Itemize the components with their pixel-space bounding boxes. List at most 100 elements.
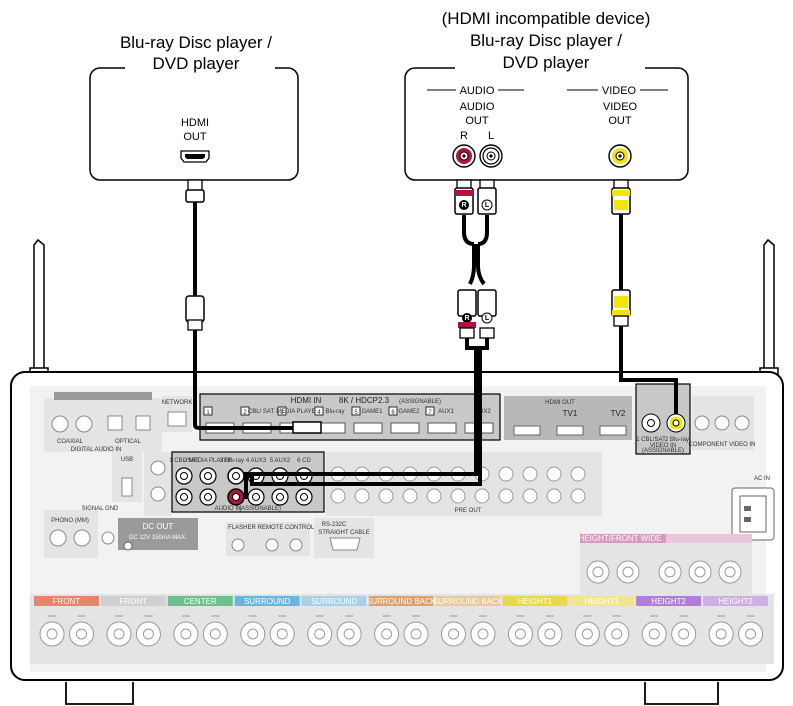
- digital-audio-in-area: COAXIAL OPTICAL DIGITAL AUDIO IN: [44, 392, 162, 453]
- audio-group-label: AUDIO: [460, 85, 495, 97]
- rca-plug-bottom-l-icon: L: [478, 290, 496, 338]
- video-out-label-line2: OUT: [608, 115, 632, 127]
- rca-plug-top-l-icon: L: [478, 180, 496, 214]
- rs232c-area: RS-232C STRAIGHT CABLE: [314, 518, 374, 558]
- hdmi-out-area: HDMI OUT TV1 TV2: [504, 396, 632, 440]
- hdmi-plug-top-icon: [186, 180, 204, 202]
- flasher-remote-area: FLASHER REMOTE CONTROL: [226, 522, 315, 556]
- speaker-zone-label: HEIGHT1: [584, 597, 619, 606]
- speaker-zone-label: HEIGHT2: [718, 597, 753, 606]
- speaker-zone-label: SURROUND: [244, 597, 290, 606]
- video-rca-cable: [612, 180, 676, 414]
- rs232c-label: RS-232C: [322, 522, 347, 528]
- hdmi-out-label-tv1: TV1: [563, 409, 578, 418]
- signal-gnd-label: SIGNAL GND: [82, 506, 119, 512]
- video-in-jack-2: [667, 414, 685, 432]
- straight-cable-label: STRAIGHT CABLE: [318, 530, 370, 536]
- left-hdmi-label-line1: HDMI: [181, 117, 209, 129]
- hdmi-plug-bottom-icon: [186, 296, 204, 330]
- speaker-zone-label: FRONT: [53, 597, 81, 606]
- audio-in-jack-pair-3: 3 Blu-ray: [220, 458, 244, 464]
- component-video-area: COMPONENT VIDEO IN: [689, 396, 756, 450]
- speaker-post: [587, 561, 609, 583]
- rca-plug-top-r-icon: R: [455, 180, 473, 214]
- height-front-wide-label: HEIGHT/FRONT WIDE: [579, 534, 662, 543]
- height-front-wide-area: HEIGHT/FRONT WIDE: [579, 534, 752, 596]
- ac-in-label: AC IN: [754, 476, 770, 482]
- left-device-title-line2: DVD player: [153, 54, 240, 73]
- left-device: Blu-ray Disc player / DVD player HDMI OU…: [90, 33, 298, 180]
- video-group-label: VIDEO: [602, 85, 637, 97]
- dc-out-spec: DC 12V 150mA MAX.: [129, 535, 187, 541]
- right-device: (HDMI incompatible device) Blu-ray Disc …: [405, 9, 688, 180]
- audio-in-jack-label: 4 AUX3: [246, 458, 267, 464]
- audio-out-label-line2: OUT: [465, 115, 489, 127]
- tuner-area: [144, 452, 172, 516]
- hdmi-in-spec: 8K / HDCP2.3: [339, 396, 390, 405]
- audio-in-jack-label: 5 AUX2: [270, 458, 291, 464]
- video-in-panel: 1 CBL/SAT 2 Blu-ray VIDEO IN (ASSIGNABLE…: [636, 384, 690, 454]
- hdmi-input-name: GAME1: [361, 409, 383, 415]
- audio-l-label: L: [488, 130, 494, 142]
- coaxial-label: COAXIAL: [57, 439, 84, 445]
- speaker-zone-label: SURROUND BACK: [366, 597, 437, 606]
- audio-l-jack-icon: [480, 145, 502, 167]
- speaker-zone-label: SURROUND: [311, 597, 357, 606]
- video-out-label-line1: VIDEO: [603, 101, 638, 113]
- usb-area: USB: [112, 452, 142, 502]
- plug-l-top: L: [485, 202, 490, 209]
- dc-out-label: DC OUT: [143, 522, 174, 531]
- hdmi-input-name: MEDIA PLAYER: [276, 409, 320, 415]
- video-jack-icon: [609, 145, 631, 167]
- hdmi-input-name: CBL/ SAT: [248, 409, 275, 415]
- hdmi-in-assign: (ASSIGNABLE): [399, 399, 441, 405]
- right-device-box: [405, 68, 688, 180]
- network-port-area: NETWORK: [162, 396, 193, 432]
- network-label: NETWORK: [162, 400, 193, 406]
- right-device-title-line1: Blu-ray Disc player /: [470, 31, 622, 50]
- hdmi-in-header: HDMI IN: [291, 396, 322, 405]
- plug-l-bottom: L: [485, 315, 490, 322]
- audio-r-jack-icon: [453, 145, 475, 167]
- audio-out-label-line1: AUDIO: [460, 101, 495, 113]
- hdmi-input-name: GAME2: [398, 409, 420, 415]
- speaker-post: [617, 561, 639, 583]
- left-device-title-line1: Blu-ray Disc player /: [120, 33, 272, 52]
- flasher-label: FLASHER: [228, 525, 256, 531]
- audio-in-jack-label: 6 CD: [297, 458, 311, 464]
- audio-in-assign: (ASSIGNABLE): [239, 506, 281, 512]
- hdmi-in-port-highlight: [293, 422, 321, 433]
- audio-in-header: AUDIO IN: [215, 506, 242, 512]
- optical-label: OPTICAL: [115, 439, 141, 445]
- speaker-post: [719, 561, 741, 583]
- hdmi-input-name: AUX1: [438, 409, 454, 415]
- speaker-zone-label: HEIGHT2: [651, 597, 686, 606]
- speaker-zone-label: HEIGHT1: [517, 597, 552, 606]
- plug-r-top: R: [461, 202, 466, 209]
- video-plug-bottom-icon: [612, 290, 630, 326]
- right-device-title-line2: DVD player: [503, 53, 590, 72]
- usb-label: USB: [121, 457, 133, 463]
- pre-out-label: PRE OUT: [455, 508, 482, 514]
- audio-in-jack-label: 3 Blu-ray: [220, 458, 244, 464]
- left-hdmi-label-line2: OUT: [183, 131, 207, 143]
- speaker-zone-label: FRONT: [120, 597, 148, 606]
- speaker-post: [659, 561, 681, 583]
- right-device-note: (HDMI incompatible device): [442, 9, 651, 28]
- hdmi-out-header: HDMI OUT: [545, 400, 575, 406]
- video-in-jack-1: [642, 414, 660, 432]
- video-plug-top-icon: [612, 180, 630, 214]
- remote-control-label: REMOTE CONTROL: [258, 525, 315, 531]
- phono-label: PHONO (MM): [51, 518, 89, 524]
- component-video-label: COMPONENT VIDEO IN: [689, 442, 756, 448]
- feet: [66, 682, 718, 704]
- hdmi-input-name: Blu-ray: [325, 409, 344, 415]
- hdmi-out-label-tv2: TV2: [611, 409, 626, 418]
- dc-out-area: DC OUT DC 12V 150mA MAX.: [118, 518, 198, 550]
- speaker-zone-label: SURROUND BACK: [433, 597, 504, 606]
- audio-r-label: R: [460, 130, 468, 142]
- rca-plug-bottom-r-icon: R: [458, 290, 476, 338]
